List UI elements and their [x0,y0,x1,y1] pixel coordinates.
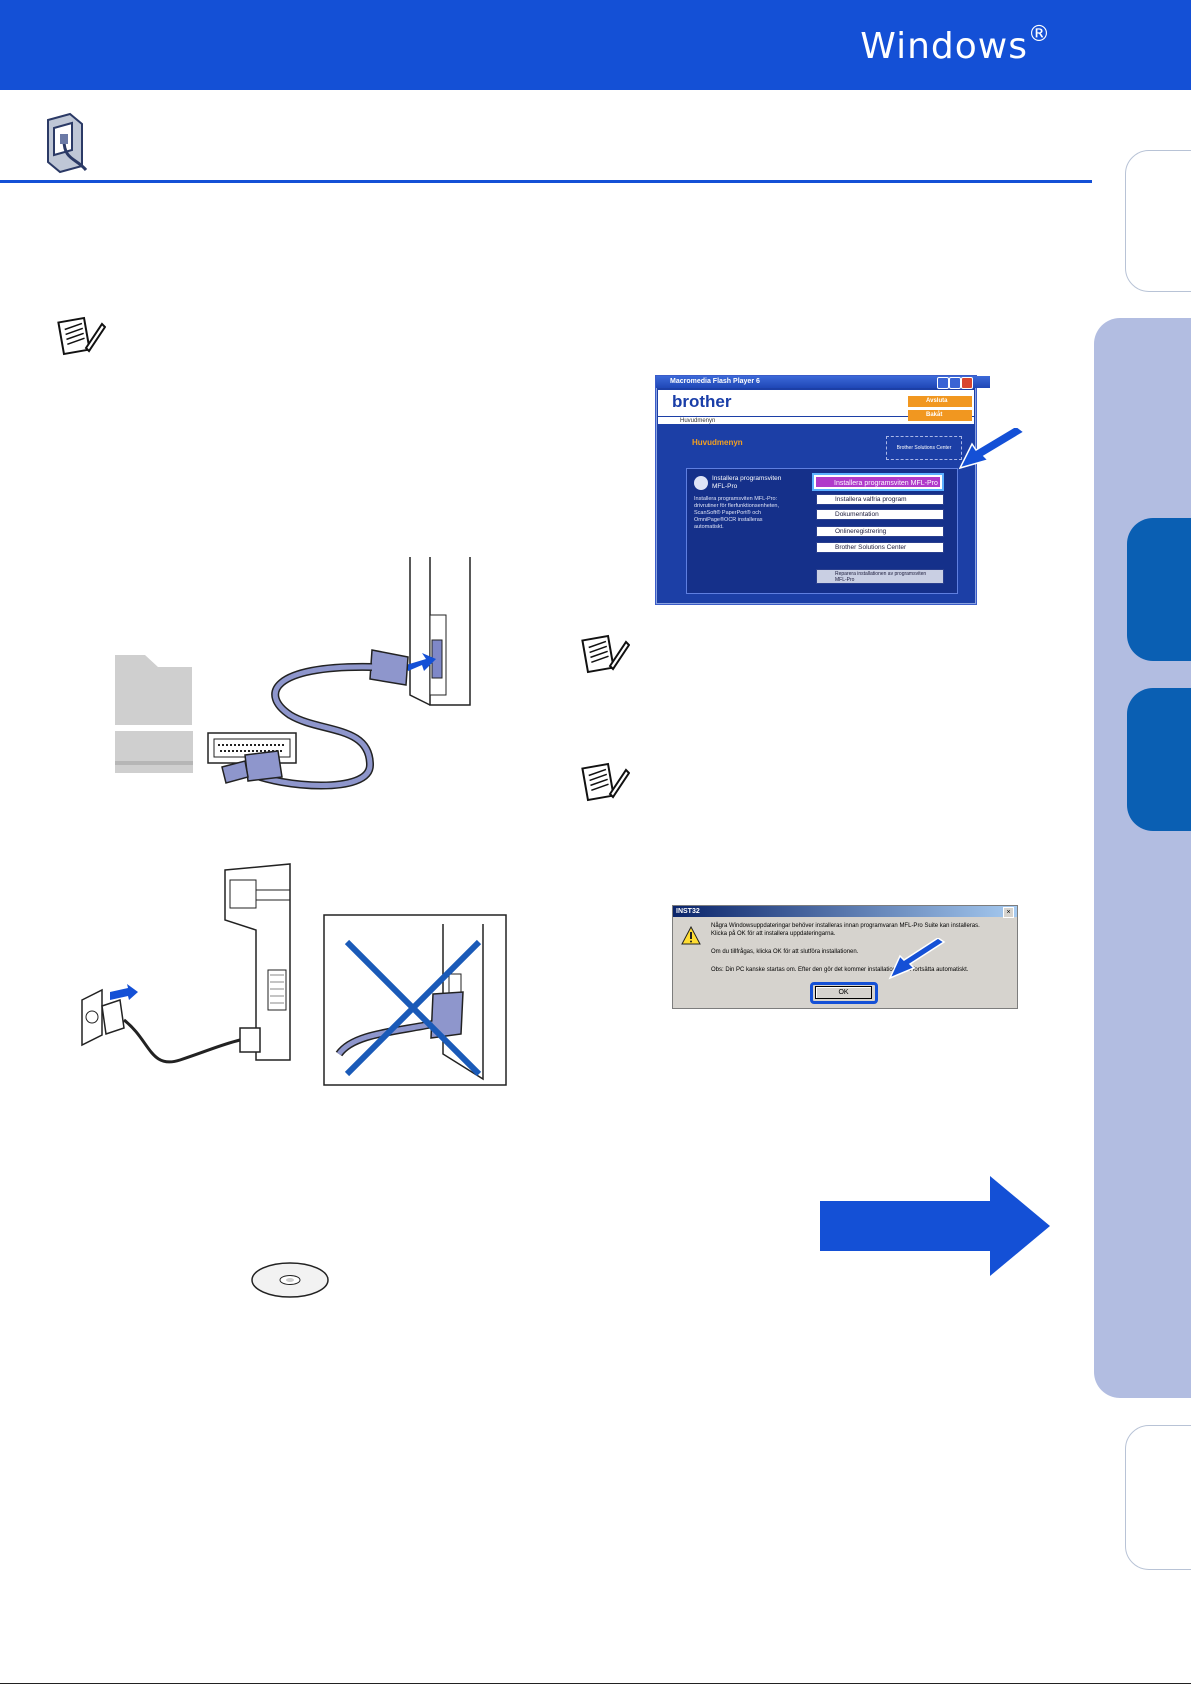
ok-button[interactable]: OK [815,986,872,999]
menu-item-documentation[interactable]: Dokumentation [816,509,944,520]
do-not-connect-illustration [323,914,507,1086]
note-pad-icon [581,634,630,674]
note-pad-icon [57,316,106,356]
side-tab-bottom[interactable] [1125,1425,1191,1570]
section-rule [0,180,1092,183]
warning-icon [681,926,701,945]
minimize-button[interactable] [937,377,949,389]
dialog-close-button[interactable]: × [1003,907,1014,918]
dialog-line-4: Obs: Din PC kanske startas om. Efter den… [711,967,969,973]
install-disc-icon [694,476,708,490]
menu-item-repair-installation[interactable]: Reparera installationen av programsviten… [816,569,944,584]
dialog-line-3: Om du tillfrågas, klicka OK för att slut… [711,949,859,955]
brother-logo: brother [672,392,732,411]
parallel-port-section-icon [47,112,88,174]
footer-rule [0,1683,1191,1684]
side-tab-windows-usb[interactable] [1127,518,1191,661]
side-tab-windows-parallel[interactable] [1127,688,1191,831]
cd-rom-icon [251,1262,329,1298]
solutions-center-badge[interactable]: Brother Solutions Center [886,436,962,460]
inst32-dialog: INST32 × Några Windowsuppdateringar behö… [672,905,1018,1009]
pointer-arrow [888,938,946,980]
ok-highlight [810,982,878,1004]
header-band [0,0,1191,90]
note-pad-icon [581,762,630,802]
parallel-cable-illustration [115,557,471,790]
side-tab-top[interactable] [1125,150,1191,292]
flash-player-window: Macromedia Flash Player 6 brother Huvudm… [655,375,990,605]
dialog-titlebar: INST32 [673,906,1017,917]
maximize-button[interactable] [949,377,961,389]
next-page-arrow-icon[interactable] [820,1176,1050,1276]
dialog-line-2: Klicka på OK för att installera uppdater… [711,931,836,937]
side-panel [1094,318,1191,1398]
header-title: Windows® [860,22,1051,67]
exit-button[interactable]: Avsluta [908,396,972,407]
breadcrumb: Huvudmenyn [658,416,974,424]
power-cord-illustration [81,863,291,1064]
section-heading: Huvudmenyn [692,438,743,447]
back-button[interactable]: Bakåt [908,410,972,421]
dialog-line-1: Några Windowsuppdateringar behöver insta… [711,923,980,929]
flash-window-titlebar: Macromedia Flash Player 6 [656,376,990,388]
menu-item-online-registration[interactable]: Onlineregistrering [816,526,944,537]
menu-item-solutions-center[interactable]: Brother Solutions Center [816,542,944,553]
description-body: Installera programsviten MFL-Pro: drivru… [694,496,779,530]
menu-item-optional-programs[interactable]: Installera valfria program [816,494,944,505]
menu-item-install-mfl-pro[interactable]: Installera programsviten MFL-Pro [812,473,944,491]
pointer-arrow [958,428,1026,470]
close-button[interactable] [961,377,973,389]
